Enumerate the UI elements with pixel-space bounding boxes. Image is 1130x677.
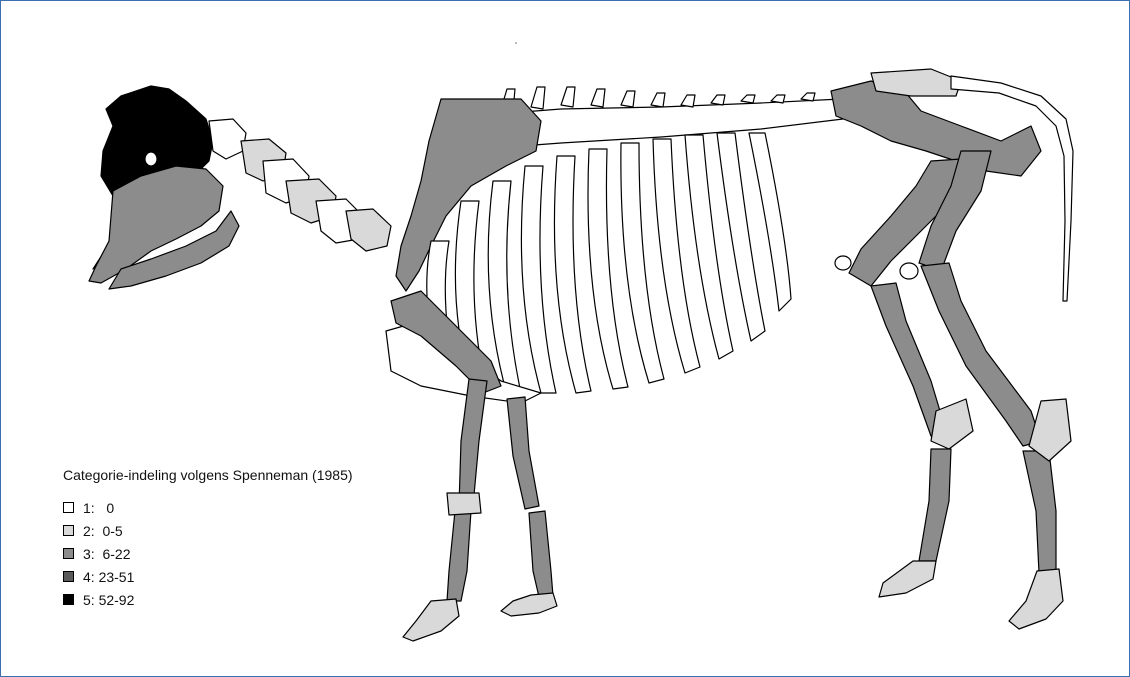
- hoof-far-fore: [501, 593, 557, 616]
- legend: Categorie-indeling volgens Spenneman (19…: [63, 467, 353, 611]
- artifact-dot: [515, 42, 517, 44]
- hind-hoof-near: [879, 561, 936, 597]
- hind-cannon-near: [919, 449, 951, 561]
- stifle-joint: [835, 256, 851, 270]
- legend-swatch: [63, 548, 74, 559]
- radius-ulna: [459, 379, 487, 506]
- tibia-near: [871, 283, 946, 436]
- legend-item: 3: 6-22: [63, 542, 353, 565]
- cannon-bone-fore: [447, 511, 471, 601]
- legend-swatch: [63, 502, 74, 513]
- radius-ulna-far: [507, 397, 539, 509]
- legend-swatch: [63, 594, 74, 605]
- legend-label: 5: 52-92: [83, 592, 134, 608]
- cannon-bone-far: [529, 511, 553, 597]
- sacrum: [871, 69, 961, 96]
- legend-label: 3: 6-22: [83, 546, 130, 562]
- carpus: [447, 493, 481, 515]
- legend-item: 1: 0: [63, 496, 353, 519]
- legend-item: 5: 52-92: [63, 588, 353, 611]
- legend-item: 4: 23-51: [63, 565, 353, 588]
- cervical-vertebra: [346, 209, 391, 251]
- legend-label: 2: 0-5: [83, 523, 123, 539]
- legend-swatch: [63, 571, 74, 582]
- atlas: [209, 119, 246, 159]
- hoof-fore: [403, 599, 459, 641]
- patella: [900, 263, 918, 279]
- legend-label: 4: 23-51: [83, 569, 134, 585]
- legend-item: 2: 0-5: [63, 519, 353, 542]
- legend-label: 1: 0: [83, 500, 114, 516]
- legend-swatch: [63, 525, 74, 536]
- eye-orbit: [145, 152, 157, 166]
- hind-cannon-far: [1023, 451, 1056, 573]
- hind-hoof-far: [1009, 569, 1063, 629]
- legend-title: Categorie-indeling volgens Spenneman (19…: [63, 467, 353, 483]
